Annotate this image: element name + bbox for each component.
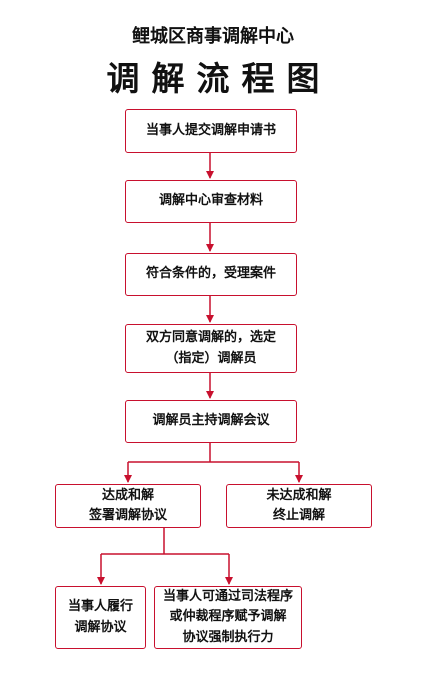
result-perform: 当事人履行 调解协议 [55,586,146,649]
page-title: 调解流程图 [106,59,332,98]
outcome-not-agreed: 未达成和解 终止调解 [226,484,372,528]
step-mediator: 双方同意调解的，选定 （指定）调解员 [125,324,297,373]
result-enforce: 当事人可通过司法程序 或仲裁程序赋予调解 协议强制执行力 [154,586,302,649]
step-review: 调解中心审查材料 [125,180,297,223]
step-accept: 符合条件的，受理案件 [125,253,297,296]
organization-name: 鲤城区商事调解中心 [132,26,294,47]
outcome-agreed: 达成和解 签署调解协议 [55,484,201,528]
step-submit: 当事人提交调解申请书 [125,109,297,153]
step-preside: 调解员主持调解会议 [125,400,297,443]
